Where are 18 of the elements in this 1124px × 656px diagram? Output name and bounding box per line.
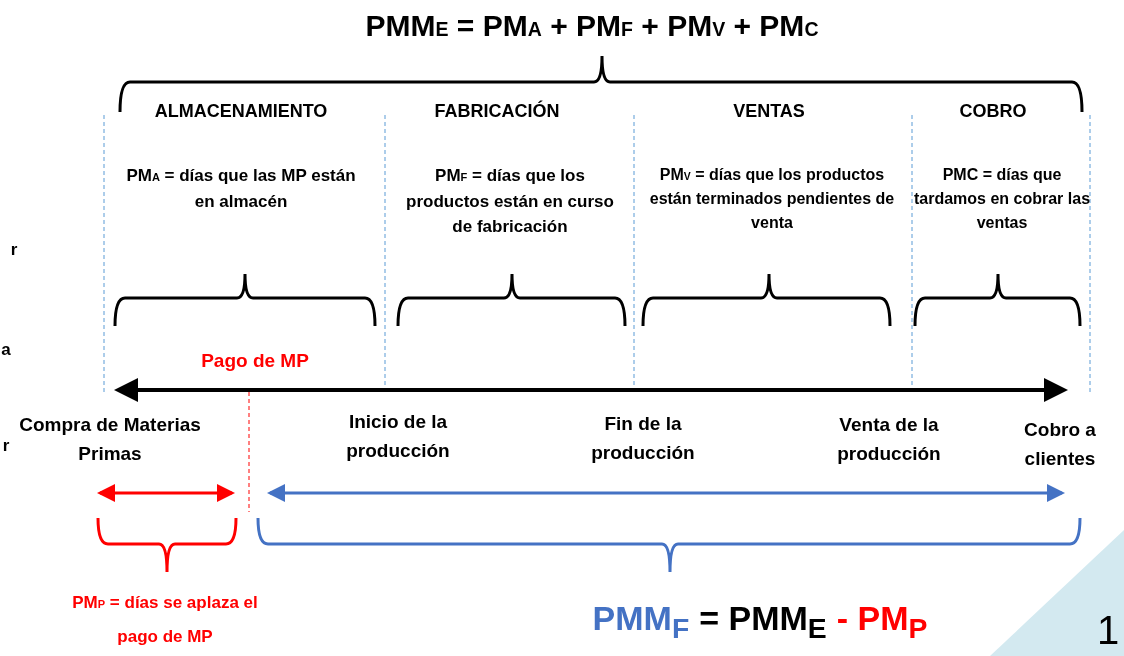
event-label: Venta de la producción <box>836 413 942 466</box>
event-label: Compra de Materias Primas <box>18 413 202 466</box>
text-fragment: r <box>1 435 11 457</box>
event-label: Cobro a clientes <box>1023 418 1097 471</box>
text-fragment: r <box>9 239 19 261</box>
formula-term: PMM$_{F}$ <box>592 598 690 646</box>
event-label: Fin de la producción <box>590 412 696 465</box>
stage-heading: COBRO <box>958 100 1028 123</box>
text-fragment: a <box>0 339 12 361</box>
stage-description: PMC = días que tardamos en cobrar las ventas <box>912 165 1092 233</box>
event-label: Pago de MP <box>200 349 310 373</box>
stage-heading: FABRICACIÓN <box>433 99 561 123</box>
formula-term: - PM$_{P}$ <box>836 598 928 646</box>
stage-heading: ALMACENAMIENTO <box>153 100 329 123</box>
formula-term: = PMM$_{E}$ <box>699 598 827 646</box>
page-number: 1 <box>1095 607 1121 654</box>
stage-heading: VENTAS <box>732 100 806 123</box>
event-label: Inicio de la producción <box>345 410 451 463</box>
